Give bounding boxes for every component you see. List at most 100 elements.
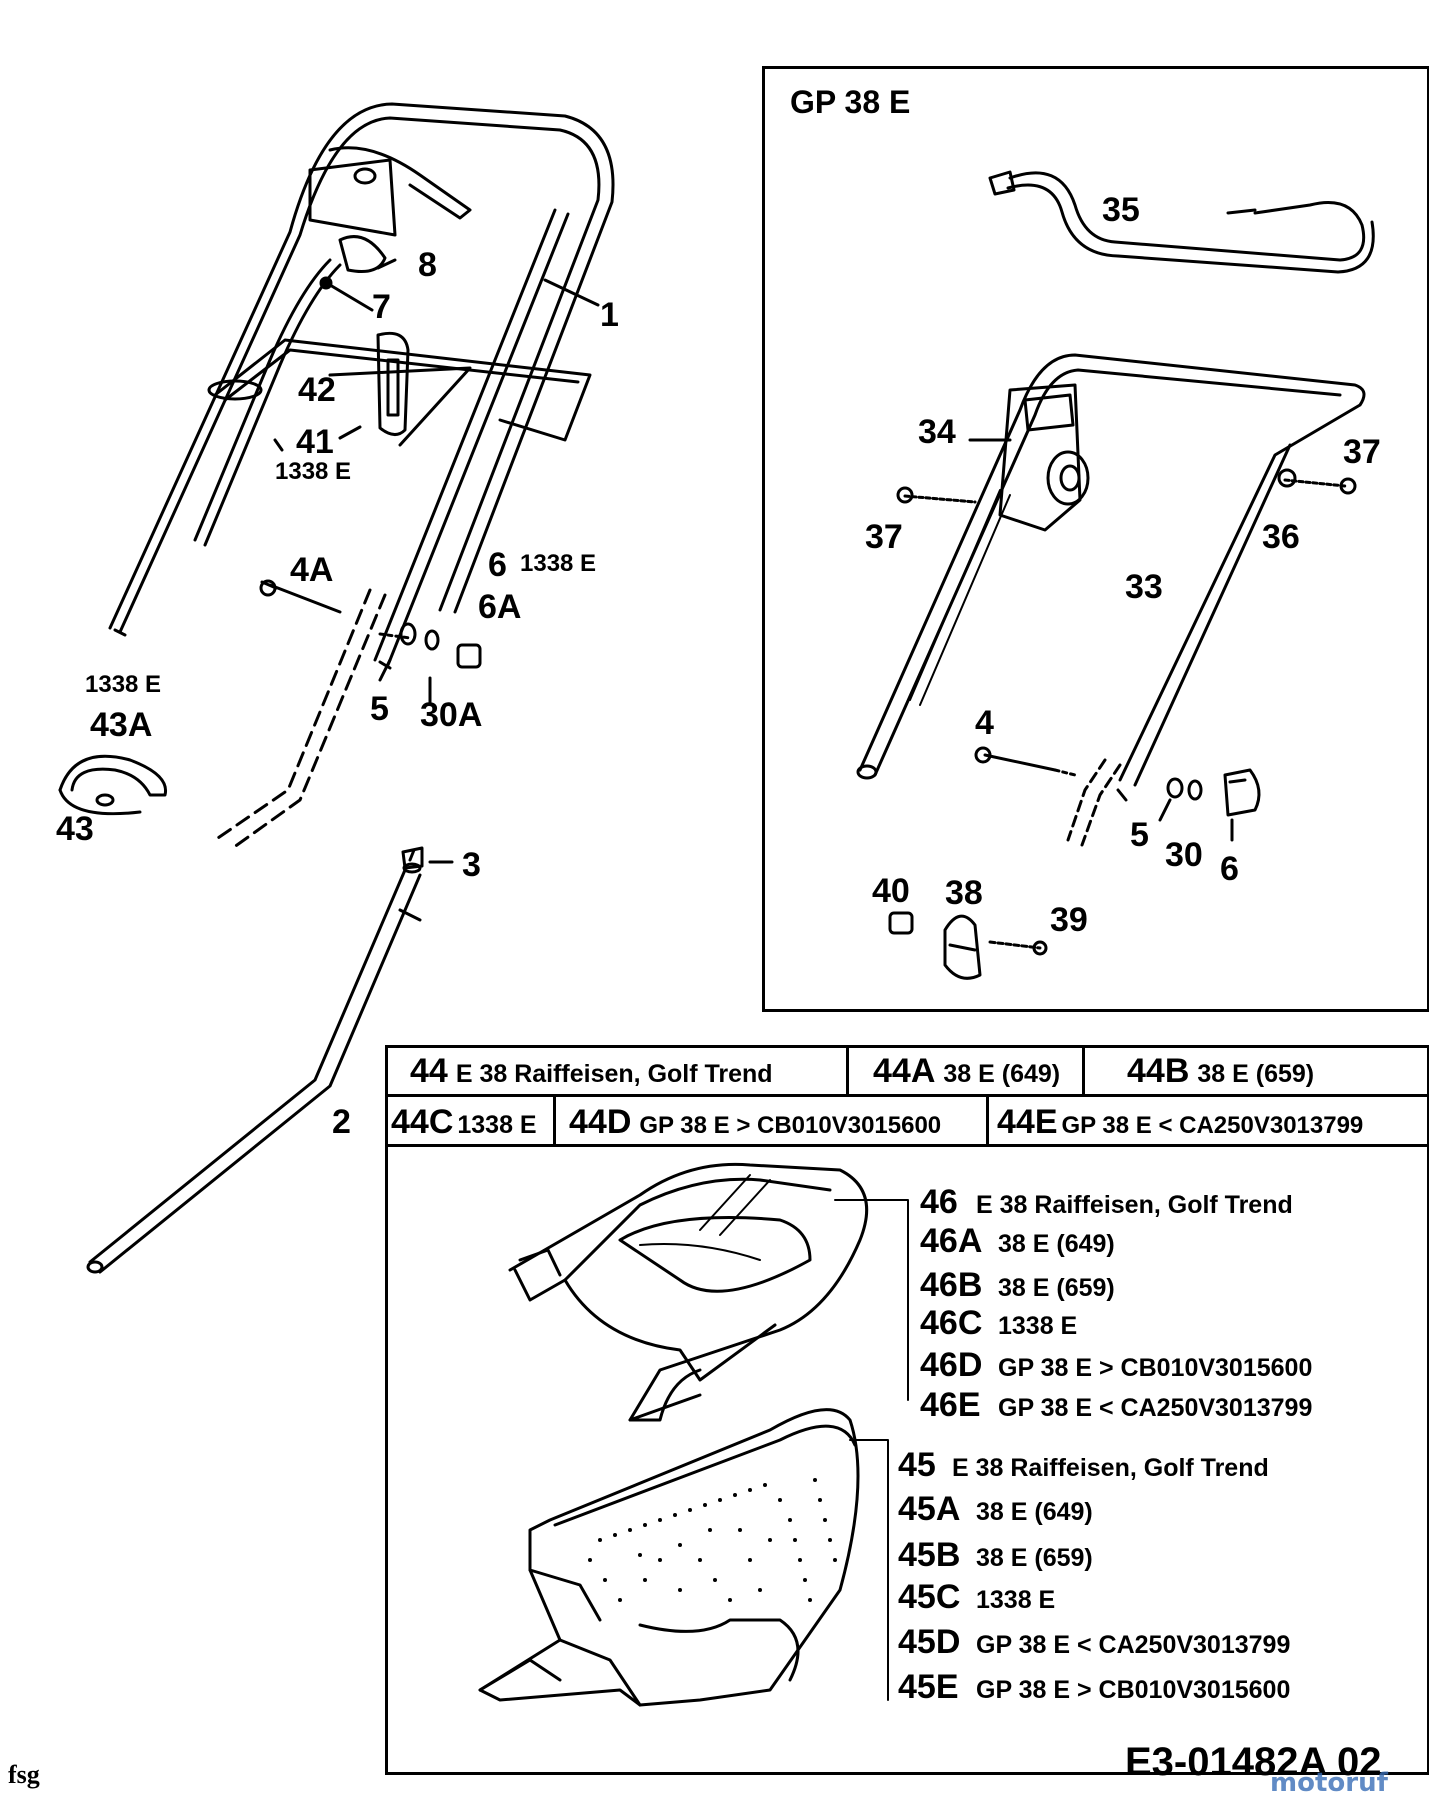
part-label-36: 36 (1262, 518, 1300, 556)
part-label-42: 42 (298, 371, 336, 409)
legend-desc: GP 38 E > CB010V3015600 (976, 1676, 1291, 1704)
table-desc: 1338 E (457, 1111, 537, 1139)
part-label-2: 2 (332, 1103, 351, 1141)
table-desc: GP 38 E > CB010V3015600 (639, 1112, 942, 1139)
part-label-1: 1 (600, 296, 619, 334)
legend-code: 45C (898, 1578, 961, 1616)
table-cell-44C (385, 1097, 556, 1144)
table-cell-44A (849, 1045, 1085, 1094)
part-label-7: 7 (372, 288, 391, 326)
legend-code: 45D (898, 1623, 961, 1661)
switch-box-drawing (308, 146, 472, 273)
footer-left-mark: fsg (8, 1760, 40, 1789)
fasteners-left-drawing (378, 622, 482, 706)
part-label-43A: 43A (90, 706, 153, 744)
legend-code: 45E (898, 1668, 959, 1706)
table-cell-44 (385, 1045, 849, 1094)
clamp-38-drawing (888, 911, 1048, 980)
part-label-6: 6 (488, 546, 507, 584)
part-label-33: 33 (1125, 568, 1163, 606)
part-label-3: 3 (462, 846, 481, 884)
part-label-6A: 6A (478, 588, 522, 626)
legend-code: 46C (920, 1304, 983, 1342)
part-label-30A: 30A (420, 696, 483, 734)
legend-code: 45B (898, 1536, 961, 1574)
dashed-handle-drawing (213, 588, 387, 852)
table-cell-44D (556, 1097, 989, 1144)
part-label-41-model: 1338 E (275, 458, 352, 485)
table-code: 44D (569, 1103, 632, 1141)
grass-basket-drawing (478, 1408, 860, 1707)
legend-item: 45D GP 38 E < CA250V3013799 (898, 1625, 1290, 1659)
part-label-35: 35 (1102, 191, 1140, 229)
legend-item: 46E GP 38 E < CA250V3013799 (920, 1388, 1312, 1422)
legend-item: 46B 38 E (659) (920, 1268, 1115, 1302)
part-label-40: 40 (872, 872, 910, 910)
drawing-number: E3-01482A 02 (1125, 1740, 1382, 1784)
part-label-6-model: 1338 E (520, 550, 597, 577)
legend-desc: 38 E (659) (976, 1544, 1093, 1572)
legend-desc: GP 38 E < CA250V3013799 (998, 1394, 1313, 1422)
table-desc: E 38 Raiffeisen, Golf Trend (455, 1060, 773, 1088)
part-label-30: 30 (1165, 836, 1203, 874)
clamp-43-drawing (58, 754, 168, 816)
part-label-43A-model: 1338 E (85, 671, 162, 698)
legend-desc: 1338 E (976, 1586, 1056, 1614)
screws-37-drawing (896, 468, 1357, 504)
legend-desc: 38 E (659) (998, 1274, 1115, 1302)
table-entry-44D: 44D GP 38 E > CB010V3015600 (569, 1105, 941, 1139)
legend-desc: E 38 Raiffeisen, Golf Trend (952, 1454, 1269, 1482)
clip-41-drawing (273, 331, 410, 452)
part-label-37-right: 37 (1343, 433, 1381, 471)
grass-catcher-box (385, 1045, 1429, 1775)
part-label-5-gp: 5 (1130, 816, 1149, 854)
legend-desc: E 38 Raiffeisen, Golf Trend (976, 1191, 1293, 1219)
switch-box-34-drawing (968, 383, 1090, 532)
catcher-lid-drawing (508, 1162, 869, 1422)
table-code: 44E (997, 1103, 1058, 1141)
legend-code: 45 (898, 1446, 936, 1484)
part-label-34: 34 (918, 413, 956, 451)
screw-4A-drawing (259, 579, 342, 614)
legend-desc: 38 E (649) (976, 1498, 1093, 1526)
table-desc: 38 E (659) (1197, 1060, 1315, 1088)
watermark-logo: motoruf (1270, 1768, 1388, 1798)
part-label-4: 4 (975, 704, 994, 742)
legend-desc: 1338 E (998, 1312, 1078, 1340)
table-code: 44B (1127, 1052, 1190, 1090)
part-label-38: 38 (945, 874, 983, 912)
part-label-8: 8 (418, 246, 437, 284)
screw-7-drawing (328, 283, 374, 312)
upper-handle-drawing (108, 102, 615, 670)
legend-code: 46E (920, 1386, 981, 1424)
legend-code: 46B (920, 1266, 983, 1304)
table-desc: GP 38 E < CA250V3013799 (1061, 1112, 1364, 1139)
legend-code: 46D (920, 1346, 983, 1384)
table-code: 44 (410, 1052, 448, 1090)
plug-3-drawing (401, 846, 454, 870)
leader-lines (834, 1199, 909, 1701)
fasteners-right-drawing (974, 746, 1261, 847)
legend-desc: GP 38 E < CA250V3013799 (976, 1631, 1291, 1659)
part-label-43: 43 (56, 810, 94, 848)
gp-box-title: GP 38 E (790, 84, 911, 120)
part-label-5: 5 (370, 690, 389, 728)
legend-item: 45C 1338 E (898, 1580, 1055, 1614)
legend-code: 46A (920, 1222, 983, 1260)
part-label-39: 39 (1050, 901, 1088, 939)
cable-35-drawing (988, 170, 1375, 274)
lower-handle-drawing (86, 848, 422, 1274)
part-label-4A: 4A (290, 551, 334, 589)
bail-drawing (207, 338, 592, 447)
